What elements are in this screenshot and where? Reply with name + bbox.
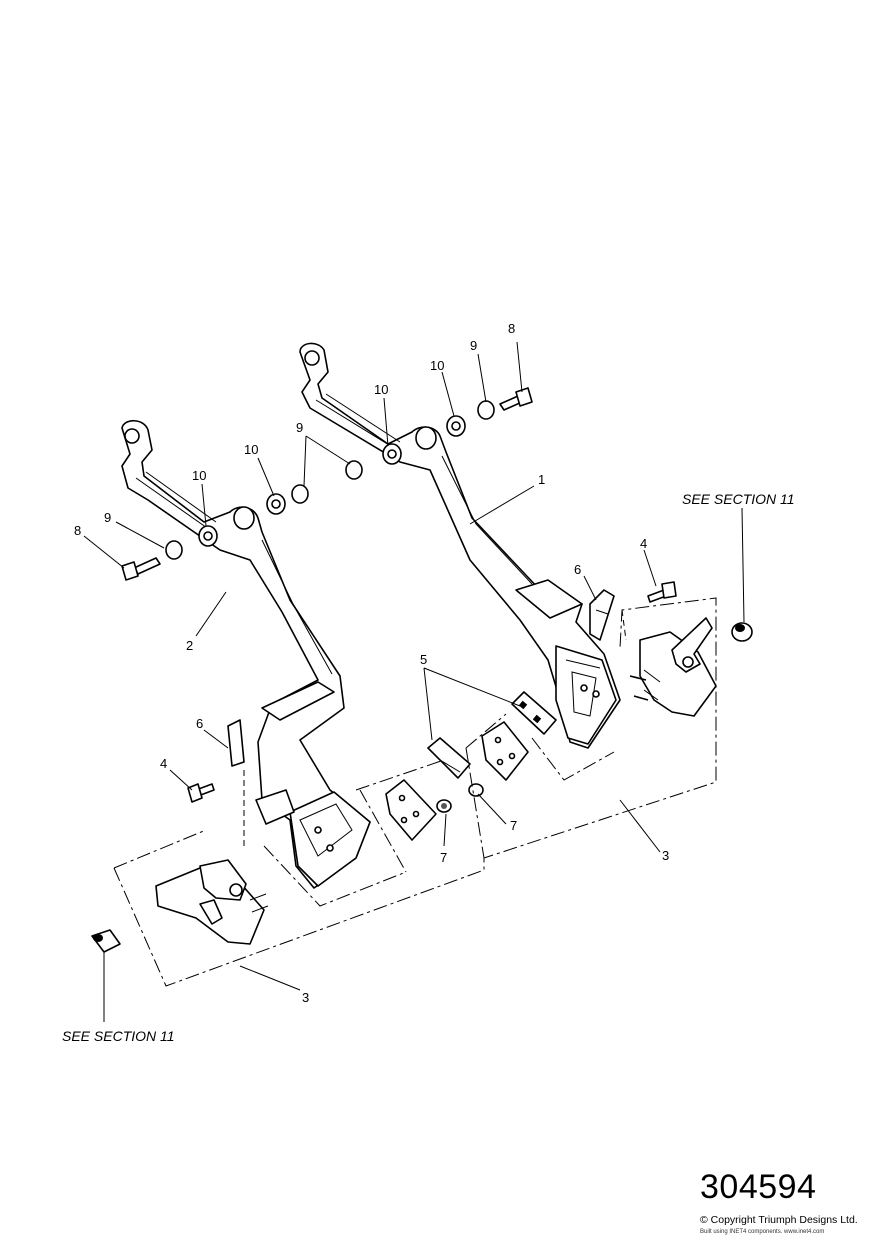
assembly-boundary-lines [113, 597, 717, 987]
bolt-part-4-right [647, 581, 677, 603]
leader-lines [83, 341, 745, 1022]
grommet-right [731, 622, 753, 642]
bolt-part-4-left [187, 783, 215, 803]
callout-9: 9 [470, 338, 477, 353]
bracket-part-2 [121, 419, 371, 889]
callout-5: 5 [420, 652, 427, 667]
callout-8: 8 [508, 321, 515, 336]
callout-4: 4 [160, 756, 167, 771]
bolt-part-8-right [499, 387, 533, 411]
pad-part-5 [427, 691, 557, 779]
callout-10: 10 [374, 382, 388, 397]
callout-3: 3 [662, 848, 669, 863]
rubber-mount-left [155, 859, 269, 945]
built-with-notice: Built using INET4 components. www.inet4.… [700, 1229, 825, 1235]
spacer-part-6-right [589, 589, 615, 641]
callout-4: 4 [640, 536, 647, 551]
bolt-part-8-left [121, 557, 161, 581]
grommet-left [91, 929, 121, 953]
bracket-part-1 [299, 342, 621, 749]
callout-10: 10 [192, 468, 206, 483]
copyright-notice: © Copyright Triumph Designs Ltd. [700, 1214, 858, 1226]
section-reference-top-right: SEE SECTION 11 [682, 491, 795, 507]
drawing-number: 304594 [700, 1168, 817, 1206]
callout-labels: 8 9 10 10 9 10 10 9 8 1 2 4 6 5 6 4 7 7 … [74, 321, 669, 1005]
callout-7: 7 [440, 850, 447, 865]
callout-9: 9 [296, 420, 303, 435]
section-reference-bottom-left: SEE SECTION 11 [62, 1028, 175, 1044]
callout-3: 3 [302, 990, 309, 1005]
callout-6: 6 [196, 716, 203, 731]
bush-part-10 [198, 415, 466, 547]
rubber-mount-right [629, 617, 717, 717]
callout-10: 10 [430, 358, 444, 373]
plate-upper [481, 721, 529, 781]
callout-6: 6 [574, 562, 581, 577]
callout-9: 9 [104, 510, 111, 525]
callout-2: 2 [186, 638, 193, 653]
callout-7: 7 [510, 818, 517, 833]
callout-1: 1 [538, 472, 545, 487]
plate-lower [385, 779, 437, 841]
callout-8: 8 [74, 523, 81, 538]
nut-part-7 [436, 783, 484, 813]
washer-part-9 [165, 400, 495, 560]
callout-10: 10 [244, 442, 258, 457]
spacer-part-6-left [227, 719, 245, 767]
